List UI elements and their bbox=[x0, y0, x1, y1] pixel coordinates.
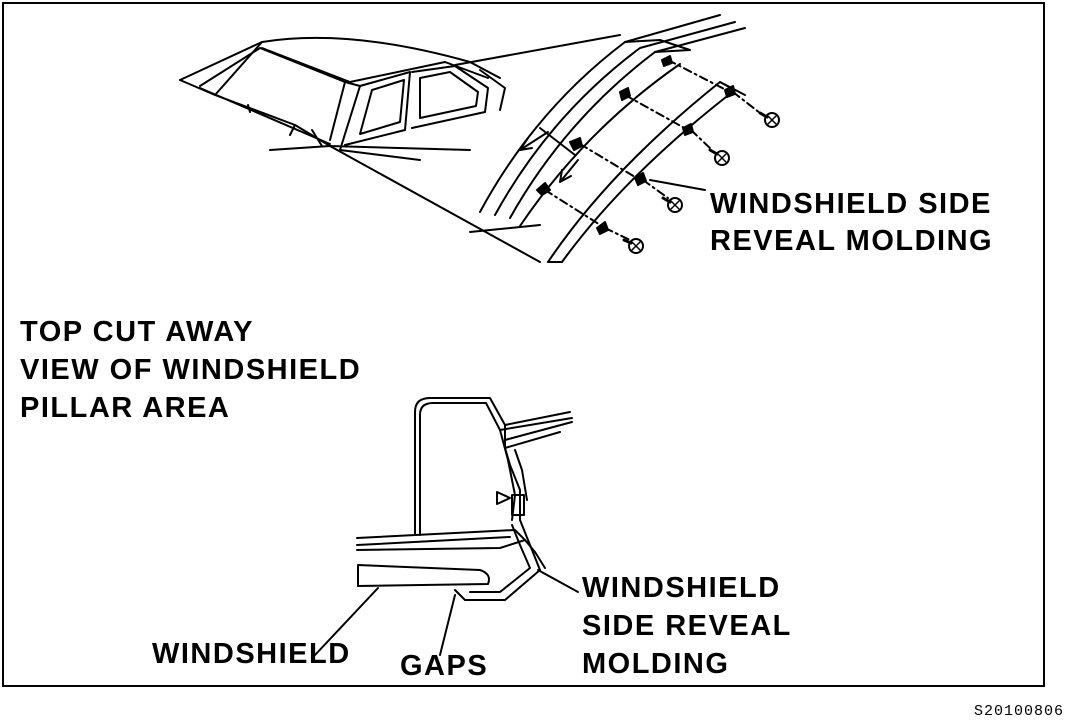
diagram-frame bbox=[2, 2, 1045, 687]
reveal-molding-label-top-2: REVEAL MOLDING bbox=[710, 225, 994, 257]
gaps-label: GAPS bbox=[400, 650, 489, 682]
pillar-molding-detail bbox=[470, 15, 779, 262]
cutaway-section bbox=[315, 398, 578, 655]
screw-icon bbox=[760, 113, 779, 127]
figure-id: S20100806 bbox=[973, 703, 1064, 720]
car-outline bbox=[180, 35, 620, 262]
cutaway-title-1: TOP CUT AWAY bbox=[20, 316, 254, 348]
cutaway-title-3: PILLAR AREA bbox=[20, 392, 231, 424]
screw-icon bbox=[710, 150, 729, 165]
screw-icon bbox=[624, 239, 643, 253]
cutaway-title-2: VIEW OF WINDSHIELD bbox=[20, 354, 362, 386]
screw-icon bbox=[663, 198, 682, 212]
windshield-label: WINDSHIELD bbox=[152, 638, 351, 670]
reveal-molding-label-bottom-2: SIDE REVEAL bbox=[582, 610, 792, 642]
reveal-molding-label-bottom-1: WINDSHIELD bbox=[582, 572, 781, 604]
reveal-molding-label-top-1: WINDSHIELD SIDE bbox=[710, 188, 992, 220]
reveal-molding-label-bottom-3: MOLDING bbox=[582, 648, 730, 680]
